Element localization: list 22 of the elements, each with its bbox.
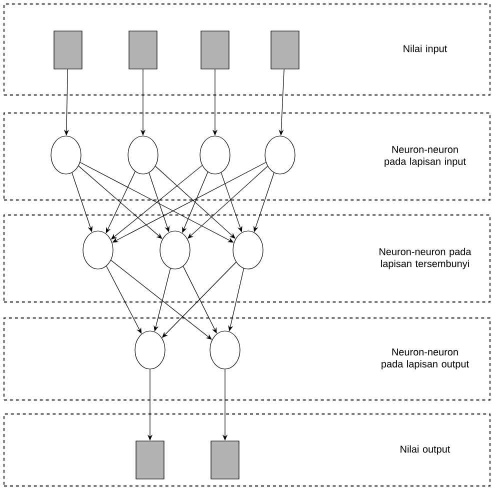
value-square — [200, 30, 230, 70]
value-square — [210, 440, 240, 480]
layer-band: Nilai input — [4, 4, 490, 96]
value-square — [54, 30, 82, 70]
neuron-circle — [134, 330, 166, 370]
neuron-circle — [210, 330, 240, 370]
value-square — [128, 30, 158, 70]
neuron-circle — [50, 136, 82, 174]
neuron-circle — [200, 136, 230, 174]
layer-band: Neuron-neuron pada lapisan input — [4, 112, 490, 200]
layer-band: Nilai output — [4, 414, 490, 486]
neuron-circle — [128, 136, 158, 174]
value-square — [270, 30, 300, 70]
neuron-circle — [82, 230, 114, 270]
neuron-circle — [264, 136, 296, 174]
neuron-circle — [160, 230, 190, 270]
arrow — [182, 172, 208, 233]
layer-band: Neuron-neuron pada lapisan tersembunyi — [4, 214, 490, 302]
arrow — [106, 171, 136, 234]
layer-band: Neuron-neuron pada lapisan output — [4, 318, 490, 400]
neuron-circle — [232, 230, 264, 270]
value-square — [136, 440, 164, 480]
